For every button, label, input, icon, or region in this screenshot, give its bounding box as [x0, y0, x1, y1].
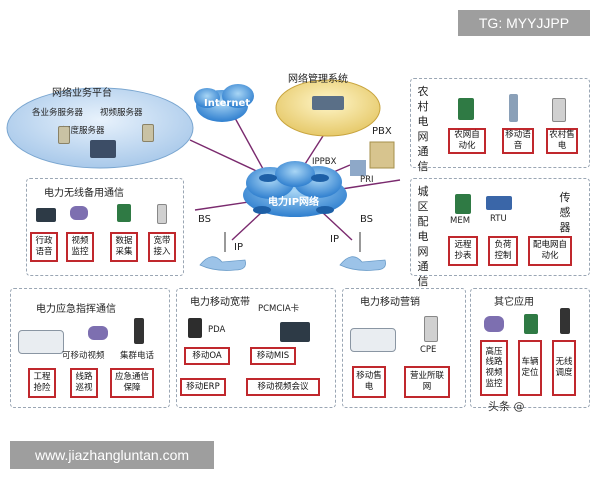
data-terminal-icon — [117, 204, 131, 222]
urban-panel — [410, 178, 590, 276]
service-platform-ellipse — [6, 87, 194, 169]
server-icon — [142, 124, 154, 142]
wireless-box-admin-voice: 行政语音 — [30, 232, 58, 262]
rtu-label: RTU — [490, 214, 507, 224]
other-panel — [470, 288, 590, 408]
video-server-label: 视频服务器 — [100, 108, 143, 118]
netmgmt-title: 网络管理系统 — [288, 74, 348, 85]
wireless-box-data-collect: 数据采集 — [110, 232, 138, 262]
van-icon — [18, 330, 64, 354]
emergency-box-comm-support: 应急通信保障 — [110, 368, 154, 398]
other-box-vehicle-tracking: 车辆定位 — [518, 340, 542, 396]
emergency-title: 电力应急指挥通信 — [36, 304, 116, 315]
mem-label: MEM — [450, 216, 471, 226]
wireless-backup-title: 电力无线备用通信 — [44, 188, 124, 199]
broadband-box-video-conf: 移动视频会议 — [246, 378, 320, 396]
sensor-label: 传感器 — [559, 191, 571, 234]
rural-panel — [410, 78, 590, 168]
platform-title: 网络业务平台 — [52, 88, 112, 99]
other-box-line-monitor: 高压线路视频监控 — [480, 340, 508, 396]
mobile-video-label: 可移动视频 — [62, 351, 105, 361]
internet-label: Internet — [204, 98, 251, 109]
router-icons — [253, 174, 334, 214]
walkie-talkie-icon — [560, 308, 570, 334]
wireless-box-video-monitor: 视频监控 — [66, 232, 94, 262]
meter-icon — [552, 98, 566, 122]
pri-label: PRI — [360, 175, 374, 185]
rural-box-voice: 移动语音 — [502, 128, 534, 154]
rtu-icon — [486, 196, 512, 210]
pcmcia-label: PCMCIA卡 — [258, 304, 300, 314]
marketing-title: 电力移动营销 — [360, 297, 420, 308]
pda-icon — [188, 318, 202, 338]
broadband-panel — [176, 288, 336, 408]
wireless-box-broadband-access: 宽带接入 — [148, 232, 176, 262]
van-icon — [350, 328, 396, 352]
server-icon — [58, 126, 70, 144]
cpe-label: CPE — [420, 345, 437, 355]
core-network-label: 电力IP网络 — [268, 197, 320, 208]
dispatch-server-label: 调度服务器 — [62, 126, 105, 136]
pbx-label: PBX — [372, 126, 392, 137]
emergency-box-patrol: 线路巡视 — [70, 368, 98, 398]
watermark-tag: TG: MYYJJPP — [458, 10, 590, 36]
mem-icon — [455, 194, 471, 214]
internet-cloud — [194, 84, 254, 122]
watermark-url: www.jiazhangluntan.com — [10, 441, 214, 469]
camera-icon — [484, 316, 504, 332]
camera-icon — [88, 326, 108, 340]
core-cloud — [243, 161, 347, 217]
antenna-icons — [224, 232, 361, 252]
bs-left-label: BS — [198, 214, 212, 225]
marketing-box-sales: 移动售电 — [352, 366, 386, 398]
business-server-label: 各业务服务器 — [32, 108, 84, 118]
pbx-device — [369, 141, 395, 169]
broadband-box-mis: 移动MIS — [250, 347, 296, 365]
gps-terminal-icon — [524, 314, 538, 334]
urban-box-load-control: 负荷控制 — [488, 236, 518, 266]
urban-box-distribution-automation: 配电网自动化 — [528, 236, 572, 266]
ip-right-label: IP — [330, 234, 339, 245]
other-title: 其它应用 — [494, 297, 534, 308]
marketing-box-office-network: 营业所联网 — [404, 366, 450, 398]
desk-phone-icon — [36, 208, 56, 222]
walkie-talkie-icon — [134, 318, 144, 344]
ip-left-label: IP — [234, 242, 243, 253]
pda-label: PDA — [208, 325, 226, 335]
terminal-icon — [458, 98, 474, 120]
rural-box-automation: 农网自动化 — [448, 128, 486, 154]
marketing-panel — [342, 288, 466, 408]
rural-title: 农村电网通信 — [417, 85, 429, 173]
wireless-backup-panel — [26, 178, 184, 276]
laptop-icon — [280, 322, 310, 342]
mobile-phone-icon — [509, 94, 518, 122]
broadband-device-icon — [157, 204, 167, 224]
cpe-icon — [424, 316, 438, 342]
urban-title: 城区配电网通信 — [417, 185, 429, 288]
ippbx-label: IPPBX — [312, 157, 337, 167]
broadband-box-oa: 移动OA — [184, 347, 230, 365]
urban-box-remote-reading: 远程抄表 — [448, 236, 478, 266]
emergency-panel — [10, 288, 170, 408]
ippbx-device — [350, 160, 366, 176]
emergency-box-rescue: 工程抢险 — [28, 368, 56, 398]
rural-box-sales: 农村售电 — [546, 128, 578, 154]
toutiao-watermark: 头条 @ — [488, 400, 525, 413]
bs-right-label: BS — [360, 214, 374, 225]
broadband-box-erp: 移动ERP — [180, 378, 226, 396]
broadband-title: 电力移动宽带 — [190, 297, 250, 308]
base-station-fans — [199, 256, 386, 271]
dispatch-console-icon — [90, 140, 116, 158]
camera-icon — [70, 206, 88, 220]
other-box-wireless-dispatch: 无线调度 — [552, 340, 576, 396]
cluster-phone-label: 集群电话 — [120, 351, 155, 361]
